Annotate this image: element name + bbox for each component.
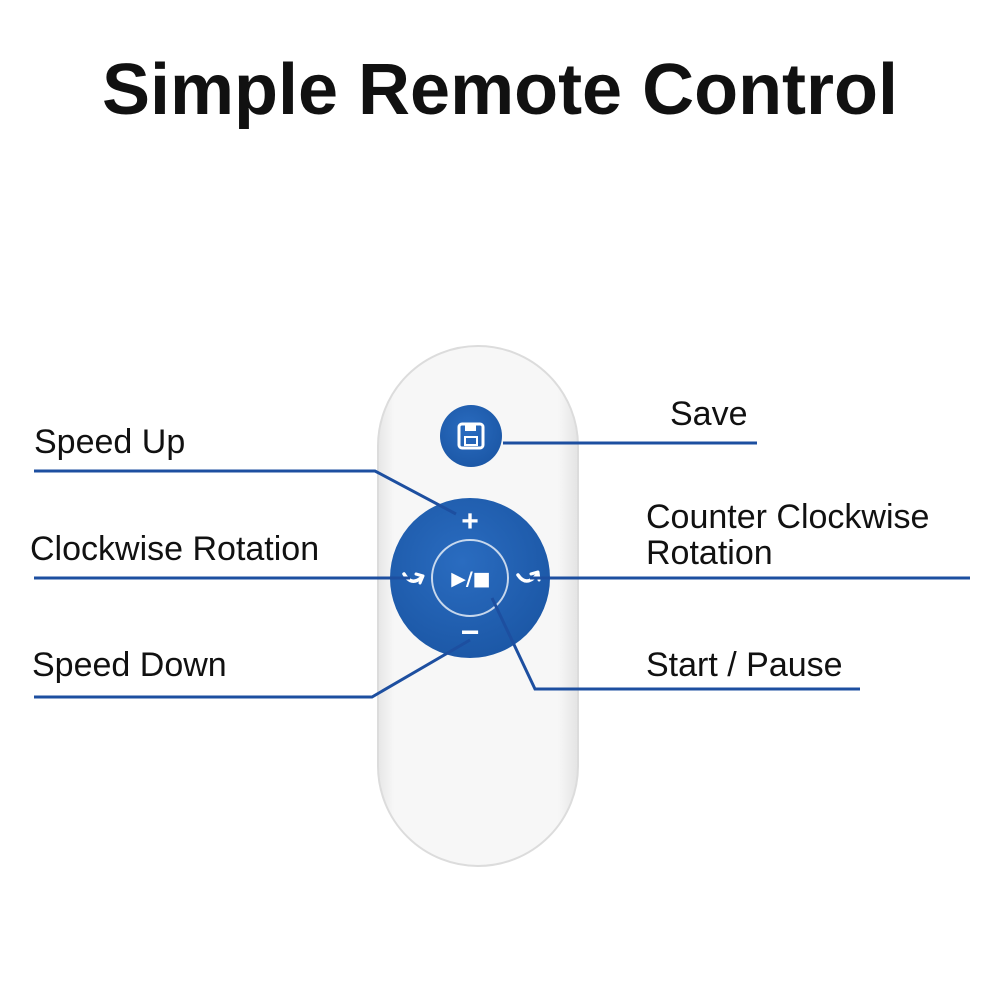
page-title: Simple Remote Control [101, 50, 899, 130]
start-pause-button[interactable]: ▶/■ [436, 544, 504, 612]
counter-clockwise-label-line1: Counter Clockwise [646, 498, 930, 536]
speed-up-callout-line [34, 469, 457, 516]
speed-up-button[interactable]: + [455, 505, 485, 538]
callout-lines [34, 441, 970, 699]
control-pad [390, 498, 550, 658]
floppy-disk-icon [457, 422, 485, 450]
start-pause-label: Start / Pause [646, 646, 843, 684]
counter-clockwise-label-line2: Rotation [646, 534, 773, 572]
speed-down-callout-line [34, 638, 471, 699]
save-label: Save [670, 395, 748, 433]
plus-glyph: + [461, 505, 479, 538]
clockwise-rotation-label: Clockwise Rotation [30, 530, 320, 568]
play-pause-glyph: ▶/■ [451, 568, 491, 590]
rotate-clockwise-icon [402, 572, 425, 585]
speed-down-label: Speed Down [32, 646, 227, 684]
start-pause-callout-line [490, 597, 860, 691]
save-button[interactable] [440, 405, 502, 467]
speed-up-label: Speed Up [34, 423, 186, 461]
clockwise-button[interactable] [398, 563, 428, 593]
